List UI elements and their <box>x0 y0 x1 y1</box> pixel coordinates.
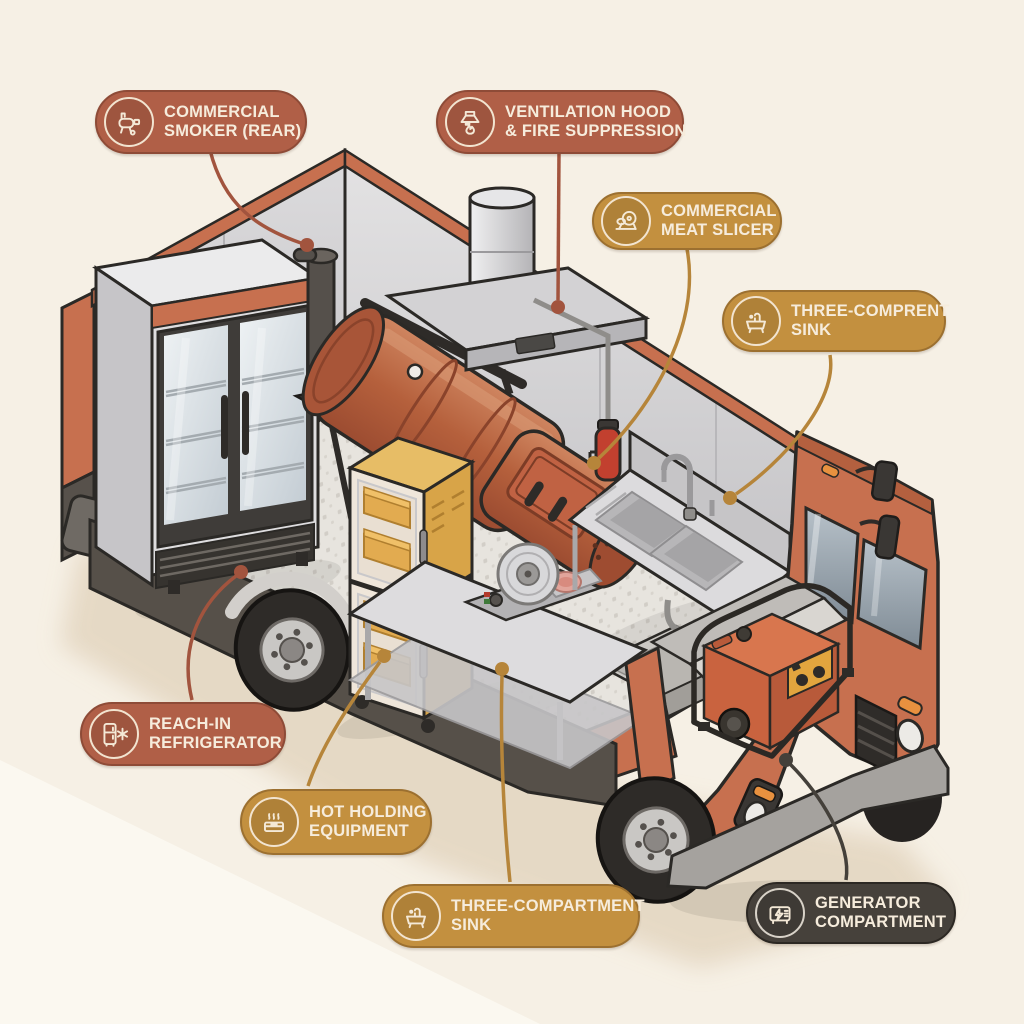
leader-line-ventilation-hood <box>556 151 561 301</box>
generator-icon <box>755 888 805 938</box>
meat-slicer-icon <box>601 196 651 246</box>
leader-line-generator <box>788 762 849 881</box>
callout-label-line1: COMMERCIAL <box>164 103 280 122</box>
leader-line-meat-slicer <box>597 248 692 460</box>
door-handle <box>242 391 249 455</box>
callout-hot-holding-equipment: HOT HOLDING EQUIPMENT <box>240 789 432 855</box>
wire-shelves <box>165 367 305 495</box>
leader-dot <box>495 662 509 676</box>
callout-commercial-smoker: COMMERCIAL SMOKER (REAR) <box>95 90 307 154</box>
callout-label-line1: REACH-IN <box>149 715 232 734</box>
generator <box>691 583 854 759</box>
callout-commercial-meat-slicer: COMMERCIAL MEAT SLICER <box>592 192 782 250</box>
sink-icon <box>391 891 441 941</box>
hood-filter <box>514 332 556 355</box>
compartment-door-panel <box>624 645 676 799</box>
windshield <box>856 537 928 651</box>
callout-three-compartment-sink-upper: THREE-COMPRENT SINK <box>722 290 949 352</box>
rear-wheel <box>233 588 351 712</box>
callout-label-line1: GENERATOR <box>815 894 921 913</box>
ventilation-hood-icon <box>445 97 495 147</box>
callout-generator-compartment: GENERATOR COMPARTMENT <box>746 882 956 944</box>
refrigerator-door-left <box>164 325 228 525</box>
cab-roof <box>796 430 933 516</box>
marker-light <box>821 463 840 478</box>
smoker-thermometer <box>406 363 424 380</box>
leader-lines <box>186 149 849 883</box>
side-mirror <box>874 514 901 560</box>
side-mirror <box>870 460 899 502</box>
callout-label-line1: COMMERCIAL <box>661 202 777 221</box>
door-handle <box>221 395 228 459</box>
leader-line-sink-upper <box>735 354 833 496</box>
callout-label-line1: HOT HOLDING <box>309 803 427 822</box>
reach-in-refrigerator <box>92 238 322 594</box>
refrigerator-door-right <box>240 312 306 511</box>
leader-dot <box>551 300 565 314</box>
leader-dot <box>300 238 314 252</box>
hot-holding-icon <box>249 797 299 847</box>
leader-line-hot-holding <box>306 660 382 787</box>
table-top <box>346 560 649 704</box>
meat-slicer <box>462 542 604 622</box>
leader-line-commercial-smoker <box>208 149 302 245</box>
callout-label-line1: THREE-COMPRENT <box>791 302 950 321</box>
leader-dot <box>234 565 248 579</box>
ground-light-area <box>0 760 540 1024</box>
leader-line-refrigerator <box>186 574 238 701</box>
sink-icon <box>731 296 781 346</box>
slicer-knob <box>489 593 503 607</box>
generator-compartment <box>624 574 854 799</box>
callout-label-line2: & FIRE SUPPRESSION <box>505 122 687 140</box>
turn-signal <box>897 696 923 716</box>
generator-control-panel <box>787 646 833 700</box>
callout-ventilation-hood: VENTILATION HOOD & FIRE SUPPRESSION <box>436 90 687 154</box>
callout-label-line2: EQUIPMENT <box>309 822 409 840</box>
fire-suppression-canister <box>594 426 622 482</box>
callout-label-line2: MEAT SLICER <box>661 221 774 239</box>
callout-label-line1: VENTILATION HOOD <box>505 103 672 122</box>
front-bumper <box>666 744 950 890</box>
callout-label-line2: REFRIGERATOR <box>149 734 282 752</box>
front-wheel <box>595 776 717 904</box>
headlight <box>896 718 924 754</box>
callout-label-line2: COMPARTMENT <box>815 913 947 931</box>
fuel-cap <box>736 626 752 642</box>
caster <box>421 719 435 733</box>
refrigerator-icon <box>89 709 139 759</box>
callout-label-line2: SINK <box>451 916 492 934</box>
leader-dot <box>779 753 793 767</box>
rear-wheel-fender <box>225 571 359 645</box>
leader-dot <box>587 456 601 470</box>
leader-line-sink-lower <box>499 675 512 883</box>
callout-label-line1: THREE-COMPARTMENT <box>451 897 645 916</box>
callout-reach-in-refrigerator: REACH-IN REFRIGERATOR <box>80 702 286 766</box>
callout-label-line2: SINK <box>791 321 832 339</box>
callout-three-compartment-sink-lower: THREE-COMPARTMENT SINK <box>382 884 645 948</box>
leader-dot <box>377 649 391 663</box>
smoker-icon <box>104 97 154 147</box>
callout-label-line2: SMOKER (REAR) <box>164 122 302 140</box>
leader-dot <box>723 491 737 505</box>
prep-table <box>346 542 649 770</box>
faucet <box>661 453 693 514</box>
